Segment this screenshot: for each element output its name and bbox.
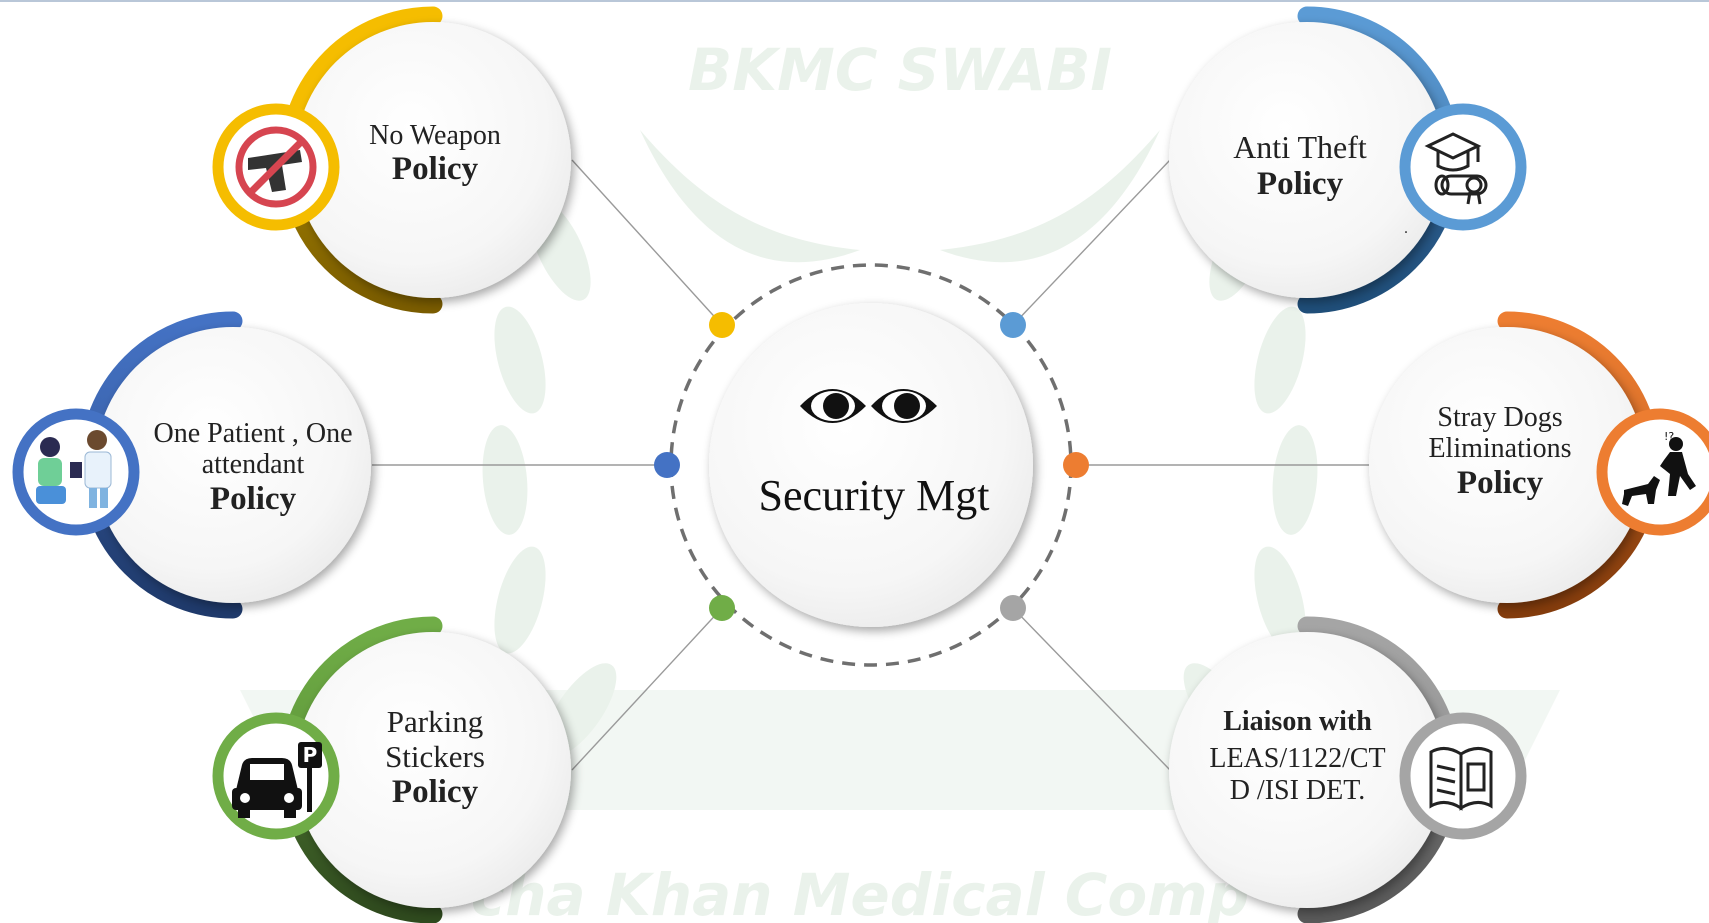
eyes-icon [800, 389, 937, 423]
watermark-top-text: BKMC SWABI [688, 36, 1112, 104]
label-stray-dogs-line2: Eliminations [1428, 433, 1572, 465]
stray-mark: . [1404, 220, 1408, 237]
label-anti-theft-line1: Anti Theft [1233, 129, 1367, 165]
book-icon [1429, 747, 1493, 811]
dot-yellow [709, 312, 735, 338]
node-one-patient [12, 311, 371, 619]
dot-gray [1000, 595, 1026, 621]
node-parking: P [212, 616, 571, 923]
label-parking-line1: Parking [386, 704, 484, 739]
connector-no-weapon [571, 159, 723, 326]
top-border [0, 0, 1709, 2]
label-anti-theft-bold: Policy [1256, 165, 1344, 202]
ring-dots [654, 312, 1089, 621]
label-no-weapon-line1: No Weapon [369, 120, 501, 151]
node-liaison [1169, 616, 1527, 923]
node-stray-dogs: !? [1369, 311, 1709, 619]
patient-doctor-icon [36, 430, 112, 508]
dot-blue [654, 452, 680, 478]
label-no-weapon: No Weapon Policy [345, 120, 525, 188]
dot-lightblue [1000, 312, 1026, 338]
diploma-cap-icon [1424, 132, 1488, 205]
label-parking-line2: Stickers [385, 738, 485, 774]
label-stray-dogs-line1: Stray Dogs [1437, 402, 1563, 433]
node-no-weapon [212, 6, 571, 314]
connector-liaison [1012, 607, 1171, 771]
label-parking-bold: Policy [391, 774, 479, 811]
svg-text:!?: !? [1664, 430, 1674, 443]
connector-parking [571, 607, 723, 771]
label-anti-theft: Anti Theft Policy [1215, 129, 1385, 203]
label-liaison-line1: LEAS/1122/CT [1209, 743, 1386, 775]
label-parking: Parking Stickers Policy [355, 704, 515, 811]
label-liaison: Liaison with LEAS/1122/CT D /ISI DET. [1190, 706, 1405, 806]
label-no-weapon-bold: Policy [391, 151, 479, 188]
label-one-patient-line2: attendant [201, 449, 305, 481]
label-stray-dogs: Stray Dogs Eliminations Policy [1405, 402, 1595, 502]
center-disc [709, 303, 1033, 627]
dot-green [709, 595, 735, 621]
label-one-patient-line1: One Patient , One [153, 418, 353, 449]
connector-lines [372, 159, 1370, 771]
no-weapon-icon [235, 126, 317, 208]
connector-anti-theft [1012, 159, 1171, 326]
node-anti-theft [1169, 6, 1527, 314]
label-liaison-line2: D /ISI DET. [1229, 774, 1366, 806]
label-one-patient: One Patient , One attendant Policy [140, 418, 366, 518]
center-title: Security Mgt [758, 471, 990, 520]
parking-car-icon: P [232, 742, 322, 818]
dog-chase-icon: !? [1622, 430, 1696, 506]
watermark-bottom-text: cha Khan Medical Comp [471, 861, 1249, 923]
label-one-patient-bold: Policy [209, 480, 297, 517]
label-liaison-bold: Liaison with [1223, 706, 1372, 737]
label-stray-dogs-bold: Policy [1456, 464, 1544, 501]
dot-orange [1063, 452, 1089, 478]
svg-text:P: P [303, 743, 318, 767]
